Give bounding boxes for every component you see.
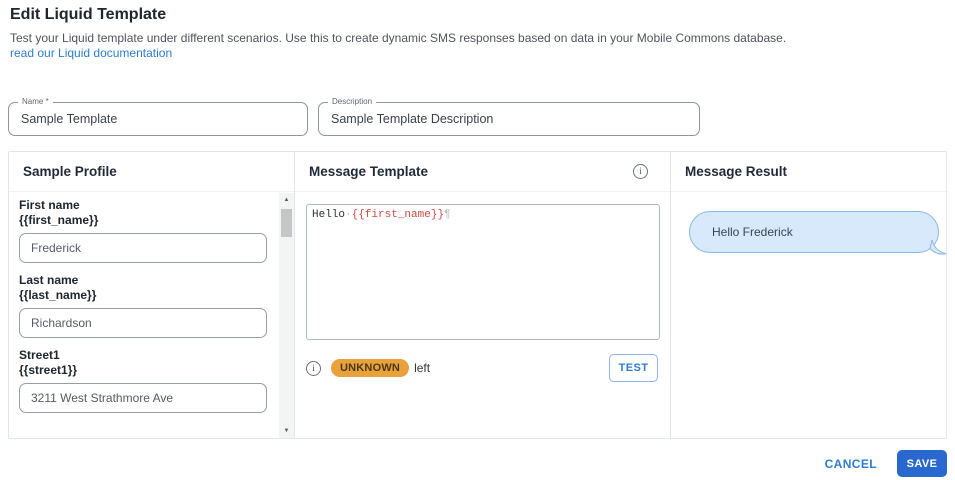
description-field-label: Description (328, 97, 377, 107)
profile-scrollbar[interactable]: ▲ ▼ (279, 193, 294, 438)
result-message-text: Hello Frederick (712, 225, 793, 239)
message-result-column: Message Result Hello Frederick (671, 152, 948, 438)
sample-profile-column: Sample Profile First name {{first_name}}… (9, 152, 294, 438)
template-editor[interactable]: Hello·{{first_name}}¶ (306, 204, 660, 340)
profile-first-name-input[interactable] (19, 233, 267, 263)
scroll-down-icon[interactable]: ▼ (283, 428, 290, 434)
scrollbar-thumb[interactable] (281, 209, 292, 237)
profile-field-group: Street1 {{street1}} (19, 348, 267, 423)
editor-space-dot: · (345, 209, 352, 221)
save-button[interactable]: SAVE (897, 450, 947, 477)
result-message-bubble: Hello Frederick (689, 211, 947, 255)
counter-info-icon[interactable]: i (306, 360, 321, 376)
message-template-column: Message Template i Hello·{{first_name}}¶… (294, 152, 671, 438)
test-button[interactable]: TEST (609, 354, 658, 382)
sample-profile-fields: First name {{first_name}} Last name {{la… (9, 193, 279, 438)
profile-field-label: Street1 (19, 348, 60, 362)
profile-field-variable: {{street1}} (19, 363, 78, 377)
message-result-header: Message Result (671, 152, 948, 192)
message-template-header: Message Template i (295, 152, 670, 192)
description-input[interactable] (319, 103, 699, 135)
editor-text-token: Hello (312, 209, 346, 221)
counter-suffix-label: left (414, 361, 431, 375)
bubble-tail (929, 239, 947, 255)
name-field: Name * (8, 97, 308, 136)
cancel-button[interactable]: CANCEL (824, 456, 877, 471)
profile-field-variable: {{first_name}} (19, 213, 99, 227)
unknown-count-badge: UNKNOWN (331, 359, 410, 377)
message-template-body: Hello·{{first_name}}¶ i UNKNOWN left TES… (295, 193, 670, 438)
name-input[interactable] (9, 103, 307, 135)
character-counter-row: i UNKNOWN left TEST (306, 354, 658, 382)
sample-profile-body: First name {{first_name}} Last name {{la… (9, 193, 294, 438)
profile-street1-input[interactable] (19, 383, 267, 413)
page-title: Edit Liquid Template (10, 6, 167, 23)
profile-field-label: Last name (19, 273, 79, 287)
page-subtitle: Test your Liquid template under differen… (10, 31, 787, 45)
liquid-documentation-link[interactable]: read our Liquid documentation (10, 46, 173, 60)
template-tester-panel: Sample Profile First name {{first_name}}… (8, 151, 948, 439)
editor-variable-token: {{first_name}} (351, 209, 445, 221)
message-template-header-label: Message Template (309, 164, 429, 179)
profile-field-group: Last name {{last_name}} (19, 273, 267, 348)
profile-last-name-input[interactable] (19, 308, 267, 338)
name-field-label: Name * (18, 97, 53, 107)
template-header-info-icon[interactable]: i (633, 164, 648, 179)
editor-pilcrow: ¶ (444, 209, 451, 221)
description-field: Description (318, 97, 700, 136)
profile-field-variable: {{last_name}} (19, 288, 97, 302)
profile-field-label: First name (19, 198, 80, 212)
message-result-body: Hello Frederick (671, 193, 948, 438)
scroll-up-icon[interactable]: ▲ (283, 197, 290, 203)
profile-field-group: First name {{first_name}} (19, 198, 267, 273)
footer-actions: CANCEL SAVE (825, 450, 947, 477)
sample-profile-header: Sample Profile (9, 152, 294, 192)
